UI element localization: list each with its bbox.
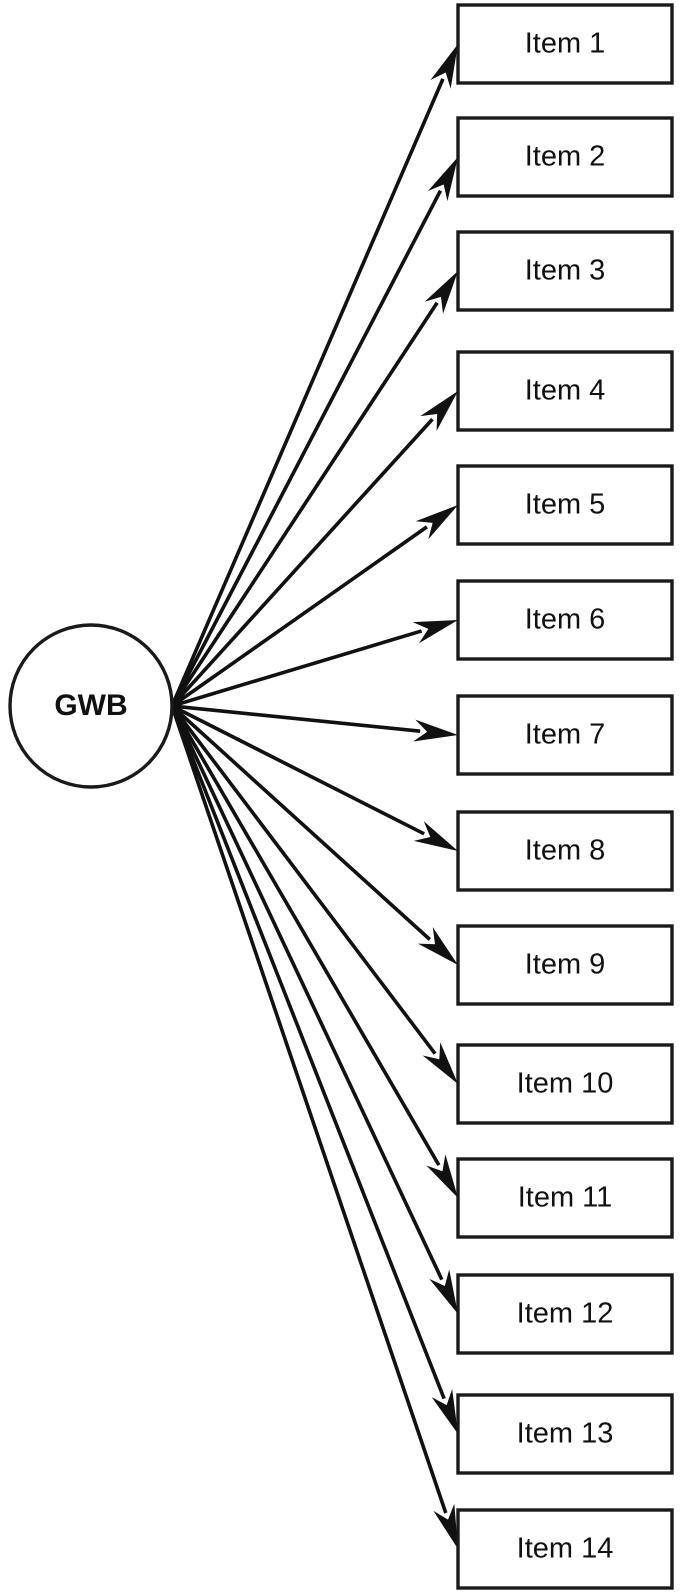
arrow-shaft [168, 702, 441, 1167]
arrow-head-icon [415, 505, 458, 540]
arrow-shaft [168, 417, 434, 710]
indicator-box[interactable]: Item 9 [456, 924, 674, 1006]
arrow-shaft [169, 189, 443, 710]
arrow-head-icon [430, 44, 458, 89]
indicator-box[interactable]: Item 7 [456, 694, 674, 776]
arrow-shaft [168, 301, 439, 710]
factor-loading-arrow [168, 271, 458, 710]
factor-loading-arrow [169, 702, 458, 1434]
factor-loading-arrow [168, 702, 458, 1084]
indicator-box[interactable]: Item 11 [456, 1157, 674, 1239]
indicator-box-rect[interactable] [456, 464, 674, 546]
arrow-shaft [169, 78, 445, 710]
factor-loading-arrow [168, 703, 458, 742]
indicator-box[interactable]: Item 4 [456, 350, 674, 432]
indicator-box-label: Item 14 [517, 1533, 614, 1565]
indicator-box[interactable]: Item 3 [456, 230, 674, 312]
indicator-box-label: Item 3 [525, 255, 606, 287]
indicator-box-rect[interactable] [456, 924, 674, 1006]
factor-loading-arrow [169, 44, 458, 710]
arrow-head-icon [418, 927, 458, 965]
indicator-box-rect[interactable] [456, 230, 674, 312]
factor-loading-arrow [168, 620, 458, 709]
factor-loading-arrow [169, 702, 458, 1549]
arrow-shaft [169, 702, 446, 1400]
indicator-box-rect[interactable] [456, 1273, 674, 1355]
indicator-box-label: Item 4 [525, 375, 606, 407]
arrow-shaft [168, 702, 432, 941]
indicator-box-rect[interactable] [456, 694, 674, 776]
arrow-head-icon [424, 271, 458, 314]
arrow-shaft [168, 702, 437, 1055]
indicator-box-label: Item 10 [517, 1068, 614, 1100]
arrow-shaft [168, 629, 423, 709]
indicator-box-rect[interactable] [456, 350, 674, 432]
indicator-box[interactable]: Item 13 [456, 1393, 674, 1475]
arrow-shaft [168, 703, 421, 733]
indicator-box-label: Item 5 [525, 489, 606, 521]
indicator-box-label: Item 1 [525, 28, 606, 60]
latent-factor-node[interactable]: GWB [8, 623, 174, 789]
factor-loading-arrow [168, 391, 458, 710]
indicator-box[interactable]: Item 14 [456, 1508, 674, 1590]
factor-loading-arrow [169, 702, 458, 1314]
indicator-box-rect[interactable] [456, 810, 674, 892]
latent-factor-circle[interactable] [8, 623, 174, 789]
arrow-head-icon [420, 391, 458, 431]
arrow-head-icon [422, 1042, 458, 1084]
indicator-box-rect[interactable] [456, 116, 674, 198]
indicator-box-rect[interactable] [456, 1393, 674, 1475]
indicator-box[interactable]: Item 10 [456, 1043, 674, 1125]
indicator-box-rect[interactable] [456, 1508, 674, 1590]
arrow-shaft [169, 702, 444, 1281]
arrow-head-icon [413, 821, 458, 851]
indicator-box-label: Item 6 [525, 604, 606, 636]
arrow-shaft [168, 525, 428, 710]
factor-loading-arrow [168, 702, 458, 965]
factor-loading-arrow [168, 505, 458, 710]
arrow-head-icon [427, 157, 458, 202]
indicator-box-label: Item 9 [525, 949, 606, 981]
arrow-shaft [169, 702, 448, 1514]
arrow-head-icon [431, 1389, 458, 1434]
indicator-box-label: Item 13 [517, 1418, 614, 1450]
indicator-box-rect[interactable] [456, 579, 674, 661]
indicator-box-rect[interactable] [456, 1157, 674, 1239]
indicator-box-rect[interactable] [456, 1043, 674, 1125]
indicator-box[interactable]: Item 2 [456, 116, 674, 198]
indicator-box-label: Item 2 [525, 141, 606, 173]
indicator-box[interactable]: Item 6 [456, 579, 674, 661]
arrow-head-icon [429, 1269, 458, 1314]
arrow-head-icon [426, 1154, 458, 1198]
factor-loading-arrow [168, 702, 458, 1198]
indicator-box-label: Item 8 [525, 835, 606, 867]
factor-loading-arrow [169, 157, 458, 710]
indicator-box[interactable]: Item 12 [456, 1273, 674, 1355]
arrow-shaft [168, 703, 425, 836]
indicator-box[interactable]: Item 8 [456, 810, 674, 892]
indicator-boxes-group: Item 1 Item 2 Item 3 Item 4 Item 5 Item 6 Item… [456, 3, 674, 1590]
factor-loading-arrow [168, 703, 458, 851]
indicator-box-label: Item 7 [525, 719, 606, 751]
indicator-box[interactable]: Item 5 [456, 464, 674, 546]
arrow-head-icon [412, 620, 458, 644]
indicator-box-rect[interactable] [456, 3, 674, 85]
indicator-box-label: Item 12 [517, 1298, 614, 1330]
latent-factor-label: GWB [54, 689, 127, 722]
arrow-head-icon [433, 1503, 458, 1549]
indicator-box-label: Item 11 [518, 1182, 613, 1214]
indicator-box[interactable]: Item 1 [456, 3, 674, 85]
arrow-head-icon [413, 719, 458, 742]
factor-loading-paths-group [168, 44, 458, 1549]
